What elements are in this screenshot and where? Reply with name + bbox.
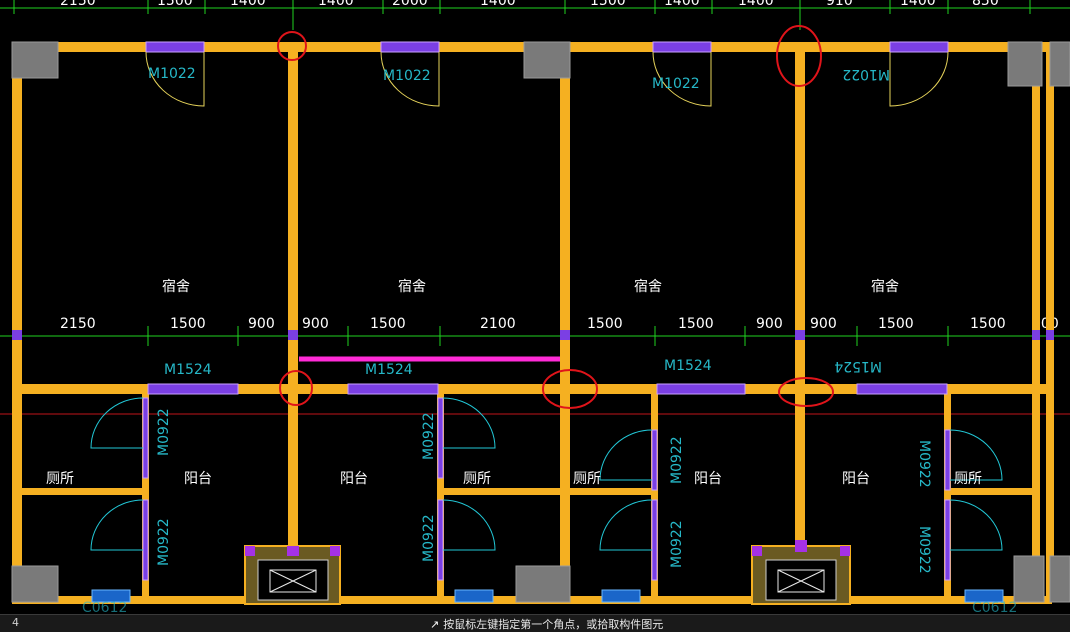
window-label-1: C0612	[82, 600, 127, 614]
door-label-mid-4: M1524	[834, 358, 882, 374]
mid-dimension-labels: 2150 1500 900 900 1500 2100 1500 1500 90…	[60, 316, 1059, 332]
room-toilet-1: 厕所	[46, 471, 74, 487]
room-toilet-2: 厕所	[463, 471, 491, 487]
window-label-2: C0612	[972, 600, 1017, 614]
status-index: 4	[12, 616, 19, 629]
top-dim-3: 1400	[318, 0, 354, 9]
top-dimension-labels: 2150 1500 1400 1400 2000 1400 1500 1400 …	[60, 0, 999, 9]
door-label-v-2: M0922	[156, 518, 172, 566]
top-dimension-line	[0, 0, 1070, 30]
top-dim-6: 1500	[590, 0, 626, 9]
mid-dim-4: 1500	[370, 316, 406, 332]
top-dim-9: 910	[826, 0, 853, 9]
mid-dim-8: 900	[756, 316, 783, 332]
bottom-windows[interactable]	[91, 589, 1004, 603]
room-balcony-1: 阳台	[184, 471, 212, 487]
top-dim-4: 2000	[392, 0, 428, 9]
room-dorm-4: 宿舍	[871, 278, 899, 295]
top-dim-11: 850	[972, 0, 999, 9]
elevator-shaft-2[interactable]	[751, 540, 851, 605]
door-label-v-7: M0922	[916, 440, 932, 488]
mid-dim-0: 2150	[60, 316, 96, 332]
cad-drawing-canvas[interactable]: 2150 1500 1400 1400 2000 1400 1500 1400 …	[0, 0, 1070, 614]
room-balcony-3: 阳台	[694, 471, 722, 487]
door-label-top-1: M1022	[148, 66, 196, 82]
mid-dim-7: 1500	[678, 316, 714, 332]
mid-dim-2: 900	[248, 316, 275, 332]
door-label-v-4: M0922	[421, 514, 437, 562]
door-swings-lower	[90, 397, 1003, 551]
markup-circles	[277, 25, 834, 409]
room-balcony-2: 阳台	[340, 471, 368, 487]
door-label-mid-2: M1524	[365, 362, 413, 378]
top-dim-7: 1400	[664, 0, 700, 9]
door-label-v-1: M0922	[156, 408, 172, 456]
command-prompt: ↗ 按鼠标左键指定第一个角点，或拾取构件图元	[430, 616, 663, 632]
door-label-v-8: M0922	[916, 526, 932, 574]
columns[interactable]	[11, 41, 1070, 603]
mid-dim-1: 1500	[170, 316, 206, 332]
door-label-v-5: M0922	[669, 436, 685, 484]
door-label-top-4: M1022	[842, 66, 890, 82]
door-label-mid-3: M1524	[664, 358, 712, 374]
mid-dim-6: 1500	[587, 316, 623, 332]
elevator-shaft-1[interactable]	[244, 545, 341, 605]
room-balcony-4: 阳台	[842, 471, 870, 487]
room-labels: 宿舍 宿舍 宿舍 宿舍 阳台 阳台 阳台 阳台 厕所 厕所 厕所 厕所	[46, 278, 982, 487]
room-dorm-3: 宿舍	[634, 278, 662, 295]
door-labels: M1022 M1022 M1022 M1022 M1524 M1524 M152…	[148, 66, 932, 574]
door-label-v-3: M0922	[421, 412, 437, 460]
top-dim-8: 1400	[738, 0, 774, 9]
mid-dim-3: 900	[302, 316, 329, 332]
room-toilet-3: 厕所	[573, 471, 601, 487]
top-dim-1: 1500	[157, 0, 193, 9]
door-label-v-6: M0922	[669, 520, 685, 568]
crosshair-cursor-icon: ↗	[430, 617, 440, 631]
top-dim-0: 2150	[60, 0, 96, 9]
mid-dim-5: 2100	[480, 316, 516, 332]
top-dim-2: 1400	[230, 0, 266, 9]
door-label-top-2: M1022	[383, 68, 431, 84]
mid-dim-9: 900	[810, 316, 837, 332]
room-dorm-1: 宿舍	[162, 278, 190, 295]
room-dorm-2: 宿舍	[398, 278, 426, 295]
command-prompt-text: 按鼠标左键指定第一个角点，或拾取构件图元	[443, 618, 664, 631]
door-label-top-3: M1022	[652, 76, 700, 92]
top-dim-5: 1400	[480, 0, 516, 9]
door-label-mid-1: M1524	[164, 362, 212, 378]
axis-nodes	[12, 330, 1054, 340]
room-toilet-4: 厕所	[954, 471, 982, 487]
window-labels: C0612 C0612	[82, 600, 1017, 614]
door-openings[interactable]	[142, 41, 951, 581]
mid-dim-11: 1500	[970, 316, 1006, 332]
door-swings-top	[145, 51, 949, 107]
mid-dim-10: 1500	[878, 316, 914, 332]
mid-dimension-line	[0, 326, 1070, 346]
top-dim-10: 1400	[900, 0, 936, 9]
status-bar: 4 ↗ 按鼠标左键指定第一个角点，或拾取构件图元	[0, 614, 1070, 632]
